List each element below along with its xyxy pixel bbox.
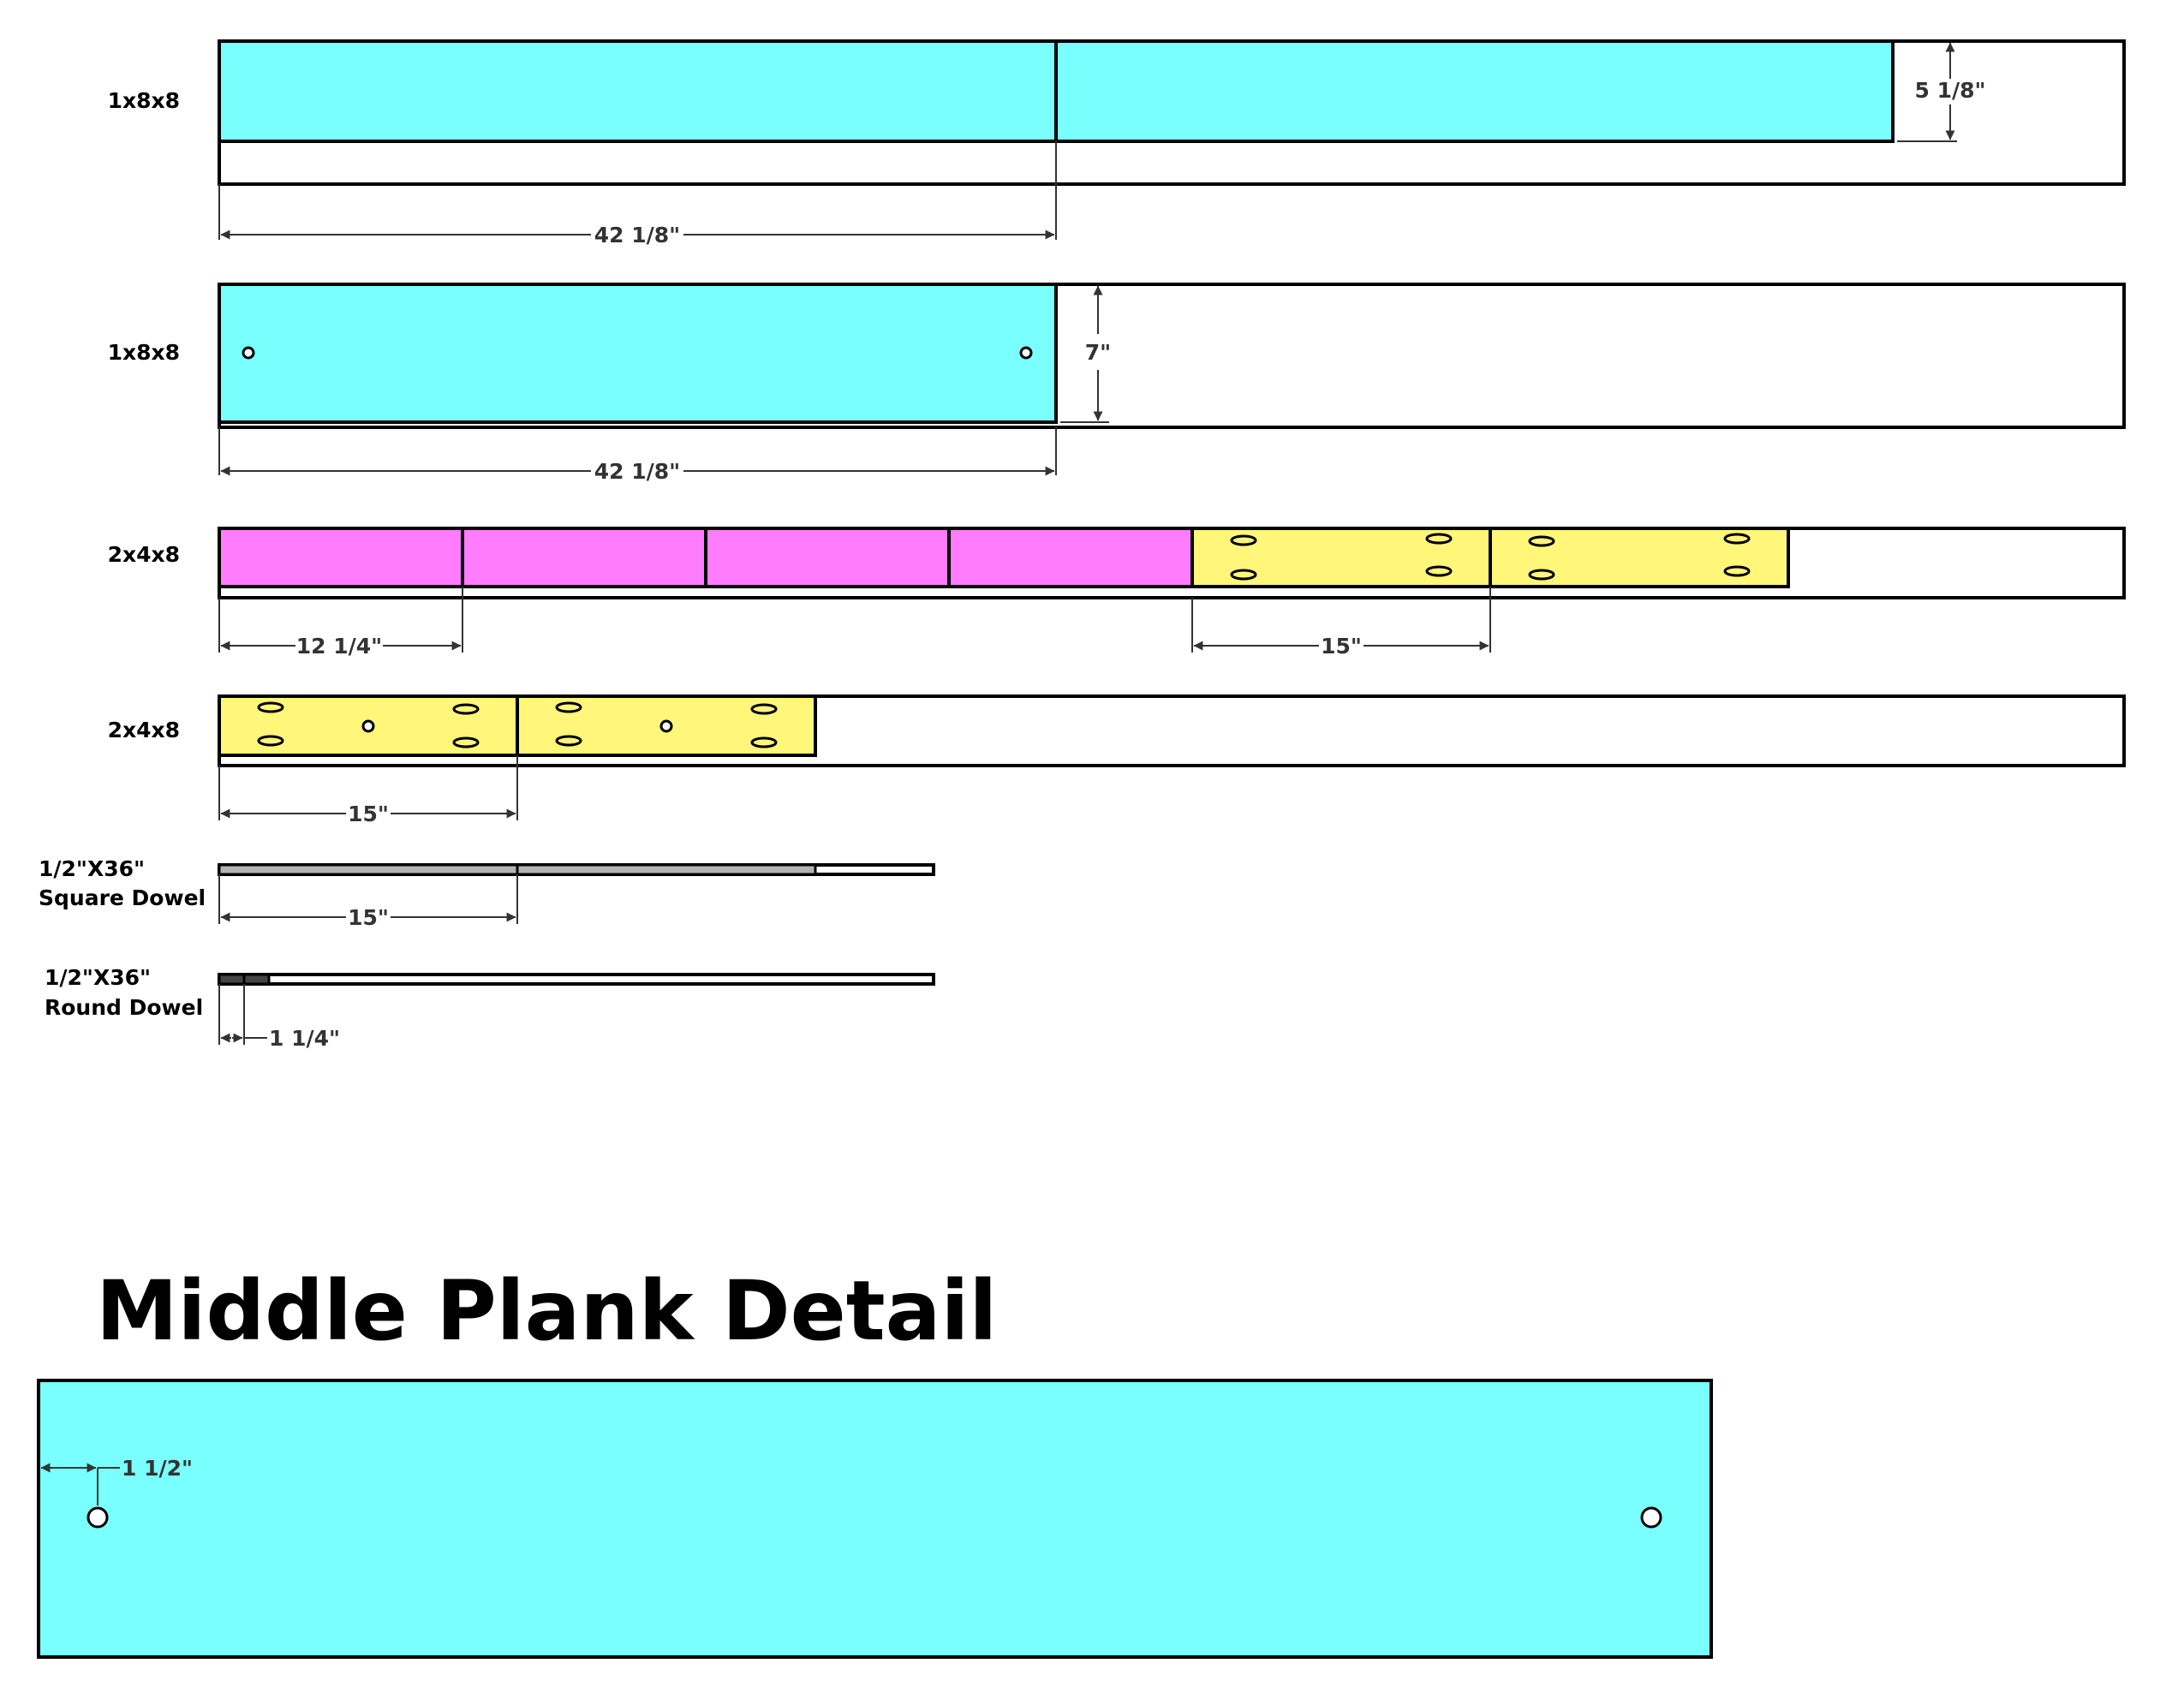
screw-slot [750, 736, 778, 748]
dimension-label: 15" [348, 802, 389, 826]
dowel-hole [87, 1506, 109, 1529]
row-2-board-1x8x8: 1x8x8 7" 42 1/8" [108, 283, 2126, 484]
screw-slot [750, 703, 778, 715]
dimension-label: 1 1/2" [122, 1456, 193, 1481]
dowel-piece [242, 973, 271, 986]
screw-slot [452, 703, 480, 715]
dimension-label: 7" [1085, 340, 1111, 365]
dimension-label: 15" [348, 905, 389, 930]
short-piece [218, 527, 464, 588]
screw-slot [555, 701, 582, 713]
screw-slot [257, 735, 284, 747]
short-piece [947, 527, 1194, 588]
row-6-round-dowel: 1/2"X36" Round Dowel 1 1/4" [45, 965, 935, 1051]
row-3-board-2x4x8: 2x4x8 12 1/4" 15" [108, 527, 2126, 659]
row-1-label: 1x8x8 [108, 88, 180, 113]
dowel-piece [218, 863, 519, 876]
dowel-hole [1640, 1506, 1662, 1529]
row-4-label: 2x4x8 [108, 718, 180, 742]
screw-slot [1230, 569, 1257, 581]
middle-plank-detail: Middle Plank Detail 1 1/2" [37, 1263, 1713, 1659]
row-5-label-line2: Square Dowel [39, 885, 206, 910]
row-6-label-line1: 1/2"X36" [45, 965, 151, 990]
row-1-board-1x8x8: 1x8x8 5 1/8" 42 1/8" [108, 39, 2126, 247]
dimension-label: 12 1/4" [296, 634, 382, 659]
dimension-label: 5 1/8" [1914, 78, 1985, 103]
row-5-square-dowel: 1/2"X36" Square Dowel 15" [39, 856, 935, 930]
screw-slot [555, 735, 582, 747]
screw-slot [1723, 533, 1751, 545]
leg-piece [1190, 527, 1492, 588]
screw-slot [1425, 565, 1453, 577]
plank-piece [1054, 39, 1895, 143]
row-2-label: 1x8x8 [108, 340, 180, 365]
screw-slot [1528, 535, 1555, 547]
dowel-hole [242, 346, 255, 360]
row-4-board-2x4x8: 2x4x8 15" [108, 695, 2126, 826]
plank-piece [218, 39, 1058, 143]
dimension-label: 1 1/4" [269, 1026, 340, 1051]
row-6-label-line2: Round Dowel [45, 995, 203, 1020]
screw-slot [1230, 534, 1257, 546]
dowel-hole [361, 719, 375, 733]
screw-slot [1723, 565, 1751, 577]
dimension-label: 42 1/8" [594, 223, 680, 247]
screw-slot [452, 736, 480, 748]
row-5-label-line1: 1/2"X36" [39, 856, 145, 881]
short-piece [704, 527, 951, 588]
screw-slot [1528, 569, 1555, 581]
dimension-label: 42 1/8" [594, 459, 680, 484]
plank-piece [218, 283, 1058, 424]
dowel-piece [516, 863, 817, 876]
dimension-label: 15" [1321, 634, 1362, 659]
plank-detail [37, 1379, 1713, 1659]
screw-slot [1425, 533, 1453, 545]
dowel-outline [218, 973, 935, 986]
detail-title: Middle Plank Detail [96, 1263, 997, 1359]
dowel-piece [218, 973, 246, 986]
short-piece [461, 527, 707, 588]
screw-slot [257, 701, 284, 713]
dowel-hole [1019, 346, 1033, 360]
dowel-hole [659, 719, 673, 733]
row-3-label: 2x4x8 [108, 542, 180, 567]
